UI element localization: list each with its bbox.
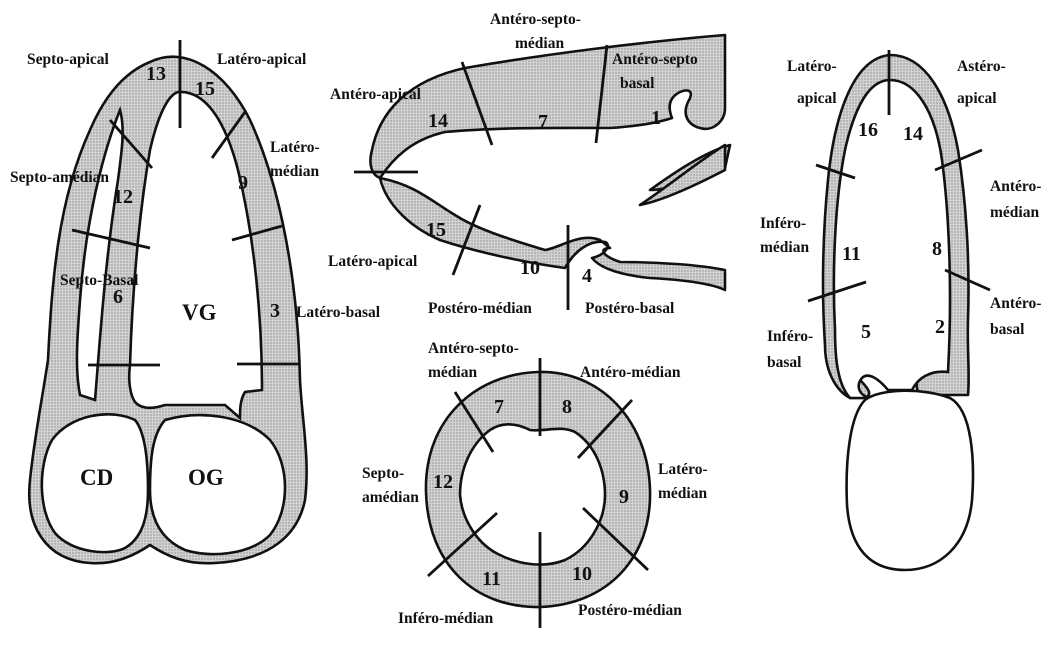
segment-16: 16: [858, 119, 878, 141]
label-infero-basal-2: basal: [767, 354, 802, 371]
label-infero-median: Inféro-médian: [398, 610, 494, 627]
segment-9: 9: [619, 486, 629, 508]
label-antero-septo-median-2: médian: [515, 35, 564, 52]
cavity-cd: CD: [80, 465, 113, 490]
label-latero-apical-1: Latéro-: [787, 58, 837, 75]
label-astero-apical-2: apical: [957, 90, 997, 107]
label-antero-basal-1: Antéro-: [990, 295, 1041, 312]
label-septo-basal: Septo-Basal: [60, 272, 139, 289]
short-axis-ring: [426, 372, 650, 607]
label-antero-median-2: médian: [990, 204, 1039, 221]
segment-5: 5: [861, 321, 871, 343]
label-astero-apical-1: Astéro-: [957, 58, 1006, 75]
label-antero-septo-median-1: Antéro-septo-: [490, 11, 581, 28]
two-chamber-view: 16 14 11 8 5 2 Latéro- apical Astéro- ap…: [760, 50, 1041, 570]
segment-10: 10: [572, 563, 592, 585]
segment-2: 2: [935, 316, 945, 338]
label-latero-median-1: Latéro-: [270, 139, 320, 156]
segment-6: 6: [113, 286, 123, 308]
segment-12: 12: [113, 186, 133, 208]
label-antero-median-1: Antéro-: [990, 178, 1041, 195]
long-axis-view: 14 7 1 15 10 4 Antéro-septo- médian Anté…: [328, 11, 730, 317]
segment-13: 13: [146, 63, 166, 85]
label-antero-basal-2: basal: [990, 321, 1025, 338]
segment-8: 8: [562, 396, 572, 418]
label-antero-median: Antéro-médian: [580, 364, 681, 381]
label-antero-septo-basal-1: Antéro-septo: [612, 51, 698, 68]
two-chamber-atrium: [847, 391, 973, 570]
label-latero-median-2: médian: [270, 163, 319, 180]
segment-8: 8: [932, 238, 942, 260]
label-antero-septo-basal-2: basal: [620, 75, 655, 92]
segment-10: 10: [520, 257, 540, 279]
short-axis-view: 7 8 12 9 11 10 Antéro-septo- médian Anté…: [362, 340, 708, 628]
label-septo-amedian-1: Septo-: [362, 465, 404, 482]
cavity-og: OG: [188, 465, 224, 490]
segment-14: 14: [428, 110, 448, 132]
label-antero-septo-median-2: médian: [428, 364, 477, 381]
label-postero-basal: Postéro-basal: [585, 300, 675, 317]
label-latero-apical: Latéro-apical: [217, 51, 307, 68]
label-latero-apical: Latéro-apical: [328, 253, 418, 270]
segment-11: 11: [482, 568, 501, 590]
label-postero-median: Postéro-médian: [578, 602, 682, 619]
segment-4: 4: [582, 265, 592, 287]
label-antero-septo-median-1: Antéro-septo-: [428, 340, 519, 357]
label-latero-median-2: médian: [658, 485, 707, 502]
four-chamber-view: 13 15 12 9 6 3 VG CD OG Septo-apical Lat…: [10, 40, 381, 563]
segment-15: 15: [195, 78, 215, 100]
label-infero-basal-1: Inféro-: [767, 328, 813, 345]
label-latero-median-1: Latéro-: [658, 461, 708, 478]
label-postero-median: Postéro-médian: [428, 300, 532, 317]
label-infero-median-2: médian: [760, 239, 809, 256]
label-septo-amedian-2: amédian: [362, 489, 419, 506]
label-latero-apical-2: apical: [797, 90, 837, 107]
segment-7: 7: [494, 396, 504, 418]
label-septo-apical: Septo-apical: [27, 51, 110, 68]
label-latero-basal: Latéro-basal: [296, 304, 381, 321]
segment-15: 15: [426, 219, 446, 241]
segment-14: 14: [903, 123, 923, 145]
segment-3: 3: [270, 300, 280, 322]
label-septo-amedian: Septo-amédian: [10, 169, 109, 186]
segment-11: 11: [842, 243, 861, 265]
long-axis-aortic-leaflet: [640, 145, 725, 205]
segment-7: 7: [538, 111, 548, 133]
segment-9: 9: [238, 172, 248, 194]
label-antero-apical: Antéro-apical: [330, 86, 422, 103]
cavity-vg: VG: [182, 300, 217, 325]
segment-12: 12: [433, 471, 453, 493]
label-infero-median-1: Inféro-: [760, 215, 806, 232]
segment-1: 1: [651, 107, 661, 129]
